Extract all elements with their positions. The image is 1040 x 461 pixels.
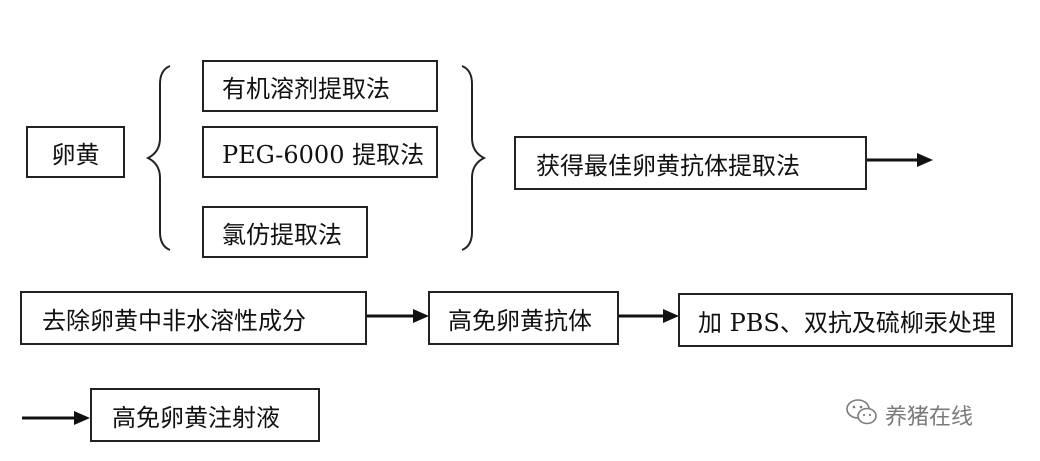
arrow-antibody-to-pbs xyxy=(619,309,679,323)
node-method-peg-label: PEG-6000 提取法 xyxy=(222,140,425,169)
node-antibody-label: 高免卵黄抗体 xyxy=(448,306,592,335)
node-antibody: 高免卵黄抗体 xyxy=(428,291,619,345)
node-best-method: 获得最佳卵黄抗体提取法 xyxy=(514,136,867,190)
arrow-best-out xyxy=(867,153,933,167)
arrow-to-injection xyxy=(22,411,90,425)
node-remove-nonwater: 去除卵黄中非水溶性成分 xyxy=(20,291,367,345)
node-method-chloroform-label: 氯仿提取法 xyxy=(222,220,342,249)
node-method-organic: 有机溶剂提取法 xyxy=(202,60,438,112)
node-method-organic-label: 有机溶剂提取法 xyxy=(222,74,390,103)
node-remove-nonwater-label: 去除卵黄中非水溶性成分 xyxy=(42,306,306,335)
watermark: 养猪在线 xyxy=(845,398,973,432)
node-method-peg: PEG-6000 提取法 xyxy=(202,126,438,178)
left-brace xyxy=(145,65,171,251)
node-yolk-label: 卵黄 xyxy=(51,140,100,169)
node-injection-label: 高免卵黄注射液 xyxy=(112,403,280,432)
arrow-remove-to-antibody xyxy=(367,309,429,323)
node-injection: 高免卵黄注射液 xyxy=(90,388,320,442)
node-best-method-label: 获得最佳卵黄抗体提取法 xyxy=(536,151,800,180)
wechat-icon xyxy=(845,398,879,432)
node-yolk: 卵黄 xyxy=(26,126,125,178)
node-method-chloroform: 氯仿提取法 xyxy=(202,206,368,258)
node-pbs-treatment-label: 加 PBS、双抗及硫柳汞处理 xyxy=(698,308,996,337)
node-pbs-treatment: 加 PBS、双抗及硫柳汞处理 xyxy=(678,293,1013,347)
right-brace xyxy=(461,65,487,251)
watermark-text: 养猪在线 xyxy=(885,405,974,430)
